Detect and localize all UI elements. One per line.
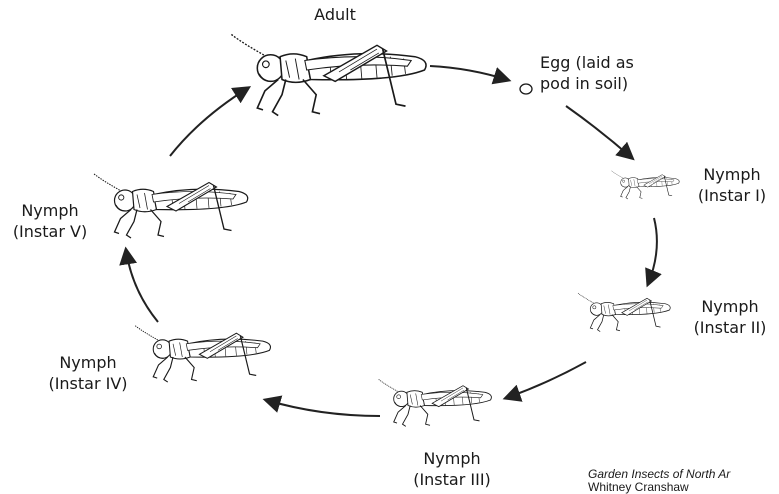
label-instar-3: Nymph (Instar III) — [404, 448, 500, 490]
label-instar-2-line-2: (Instar II) — [686, 317, 774, 338]
arrow-adult-to-egg — [430, 66, 508, 80]
arrow-instar-3-to-instar-4 — [266, 400, 380, 416]
label-instar-4-line-1: Nymph — [40, 352, 136, 373]
arrow-instar-1-to-instar-2 — [648, 218, 657, 284]
image-credit: Garden Insects of North Ar Whitney Crans… — [588, 468, 730, 494]
label-egg-line-1: Egg (laid as — [540, 52, 650, 73]
arrow-egg-to-instar-1 — [566, 106, 632, 158]
instar-4-grasshopper-drawing — [135, 325, 271, 382]
label-instar-5: Nymph (Instar V) — [2, 200, 98, 242]
arrow-instar-4-to-instar-5 — [126, 250, 158, 322]
label-instar-1-line-2: (Instar I) — [692, 185, 772, 206]
arrow-instar-2-to-instar-3 — [506, 362, 586, 398]
instar-2-grasshopper-drawing — [578, 293, 671, 332]
credit-author: Whitney Cranshaw — [588, 481, 730, 494]
instar-5-grasshopper-drawing — [94, 174, 248, 239]
label-instar-3-line-1: Nymph — [404, 448, 500, 469]
arrow-instar-5-to-adult — [170, 88, 248, 156]
label-instar-5-line-1: Nymph — [2, 200, 98, 221]
label-instar-4-line-2: (Instar IV) — [40, 373, 136, 394]
label-adult-line-1: Adult — [300, 4, 370, 25]
instar-1-grasshopper-drawing — [611, 171, 679, 199]
adult-grasshopper-drawing — [231, 34, 426, 116]
label-egg: Egg (laid as pod in soil) — [540, 52, 650, 94]
label-instar-2: Nymph (Instar II) — [686, 296, 774, 338]
label-instar-5-line-2: (Instar V) — [2, 221, 98, 242]
label-instar-1: Nymph (Instar I) — [692, 164, 772, 206]
label-egg-line-2: pod in soil) — [540, 73, 650, 94]
label-instar-2-line-1: Nymph — [686, 296, 774, 317]
instar-3-grasshopper-drawing — [378, 379, 491, 426]
label-instar-4: Nymph (Instar IV) — [40, 352, 136, 394]
label-instar-3-line-2: (Instar III) — [404, 469, 500, 490]
egg-pod-drawing — [520, 84, 532, 94]
label-adult: Adult — [300, 4, 370, 25]
label-instar-1-line-1: Nymph — [692, 164, 772, 185]
